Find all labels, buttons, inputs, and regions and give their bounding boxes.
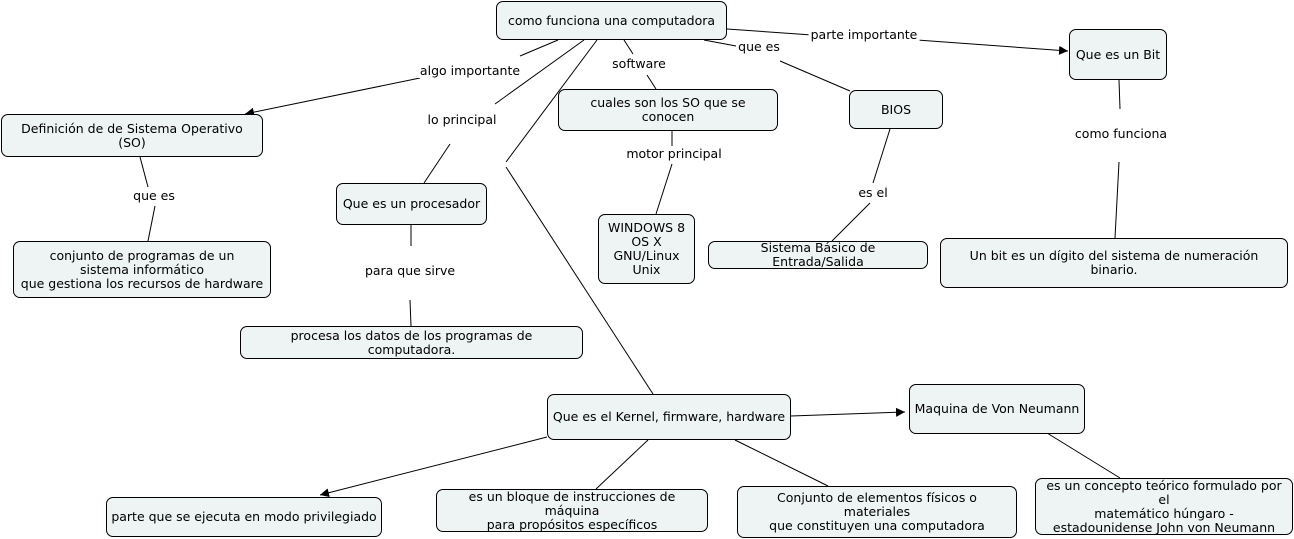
link-kernel-priv xyxy=(319,436,548,498)
label-como-funciona: como funciona xyxy=(1072,126,1170,141)
link-bios-esel xyxy=(872,128,891,184)
link-root-parte xyxy=(726,28,813,36)
node-processor[interactable]: Que es un procesador xyxy=(336,183,487,225)
label-algo-importante: algo importante xyxy=(417,63,523,78)
node-bit-definition[interactable]: Un bit es un dígito del sistema de numer… xyxy=(940,238,1288,288)
node-processor-purpose[interactable]: procesa los datos de los programas de co… xyxy=(240,326,583,359)
node-so-meaning[interactable]: conjunto de programas de un sistema info… xyxy=(13,241,271,298)
node-firmware-definition[interactable]: es un bloque de instrucciones de máquina… xyxy=(436,489,708,532)
node-root[interactable]: como funciona una computadora xyxy=(496,1,727,40)
link-kernel-bloque xyxy=(595,439,649,490)
label-software: software xyxy=(610,56,668,71)
link-principal-procesador xyxy=(423,143,451,184)
link-parte-bit xyxy=(916,39,1069,55)
link-como-bitdef xyxy=(1114,161,1120,239)
link-root-quees xyxy=(703,39,737,47)
node-bios[interactable]: BIOS xyxy=(849,90,943,129)
link-root-principal xyxy=(494,39,585,105)
link-sodef-quees xyxy=(139,156,149,188)
label-es-el: es el xyxy=(856,185,890,200)
node-bios-meaning[interactable]: Sistema Básico de Entrada/Salida xyxy=(708,241,928,269)
link-quees-meaning xyxy=(147,205,156,242)
link-root-algo xyxy=(519,39,559,57)
node-von-neumann[interactable]: Maquina de Von Neumann xyxy=(909,384,1085,434)
node-os-names[interactable]: WINDOWS 8 OS X GNU/Linux Unix xyxy=(598,214,695,284)
node-bit[interactable]: Que es un Bit xyxy=(1069,29,1167,80)
link-root-kernel-b xyxy=(505,166,654,395)
node-von-neumann-concept[interactable]: es un concepto teórico formulado por el … xyxy=(1035,478,1293,535)
link-software-solist xyxy=(646,74,657,90)
link-root-software xyxy=(623,39,634,55)
label-que-es-so: que es xyxy=(131,188,177,203)
link-von-concepto xyxy=(1046,432,1121,479)
label-parte-importante: parte importante xyxy=(808,27,920,42)
node-privileged-mode[interactable]: parte que se ejecuta en modo privilegiad… xyxy=(106,497,382,537)
node-hardware-definition[interactable]: Conjunto de elementos físicos o material… xyxy=(737,486,1017,538)
node-so-definition[interactable]: Definición de de Sistema Operativo (SO) xyxy=(1,114,263,157)
link-bit-como xyxy=(1118,79,1121,110)
link-kernel-von xyxy=(790,407,906,417)
node-kernel[interactable]: Que es el Kernel, firmware, hardware xyxy=(547,394,791,440)
link-root-kernel-a xyxy=(505,39,598,163)
link-kernel-conjunto xyxy=(734,439,829,487)
link-sirve-procesa xyxy=(409,299,412,327)
label-que-es-bios: que es xyxy=(736,39,782,54)
link-esel-sistema xyxy=(831,202,871,242)
link-motor-windows xyxy=(655,163,673,215)
link-quees-bios xyxy=(779,60,851,92)
link-algo-so xyxy=(244,77,421,117)
label-motor-principal: motor principal xyxy=(624,146,724,161)
label-lo-principal: lo principal xyxy=(425,112,499,127)
node-so-list[interactable]: cuales son los SO que se conocen xyxy=(558,89,778,131)
label-para-que-sirve: para que sirve xyxy=(362,263,458,278)
